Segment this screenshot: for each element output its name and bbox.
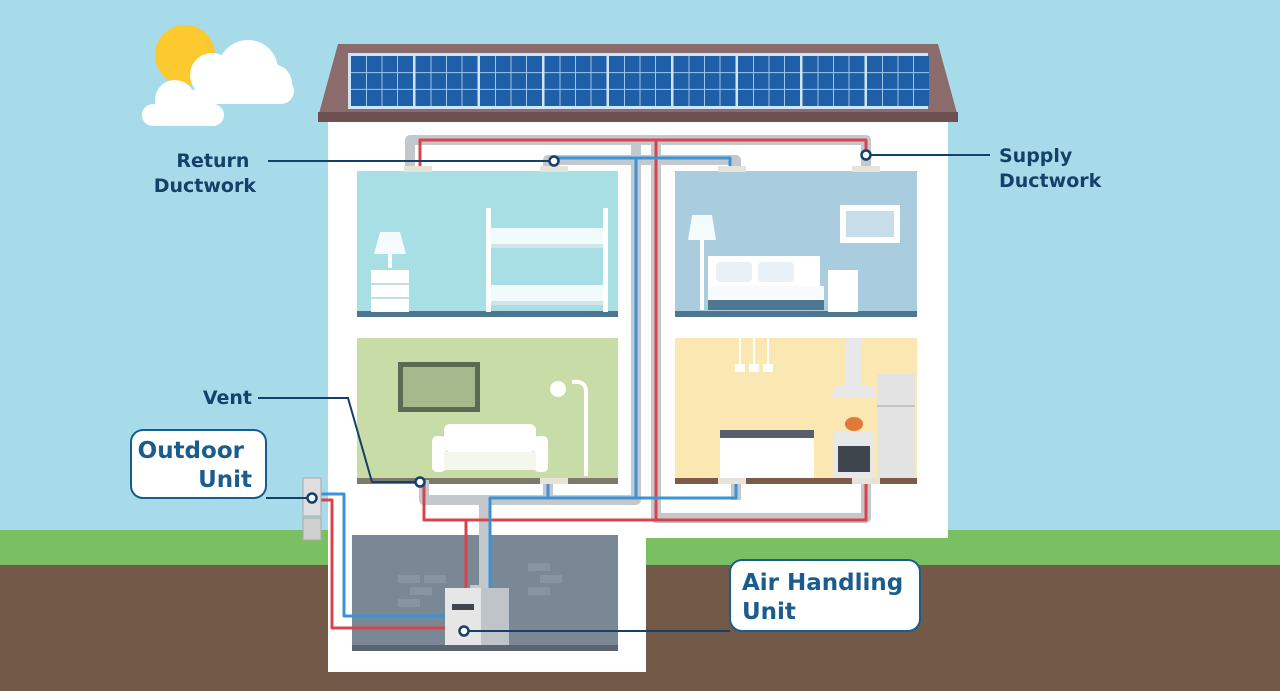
floor-lamp: [688, 215, 716, 310]
return-ductwork: [320, 156, 738, 618]
leader-lines: [258, 154, 990, 632]
leader-markers: [306, 149, 872, 637]
bed: [708, 256, 824, 310]
vent-grilles: [404, 166, 880, 484]
outdoor-unit-icon: [302, 477, 322, 541]
basement-bricks: [398, 563, 562, 607]
range-hood: [846, 338, 862, 386]
supply-ductwork-label: Supply Ductwork: [999, 145, 1102, 192]
roof-eave: [318, 112, 958, 122]
sofa: [432, 424, 548, 472]
refrigerator: [877, 374, 915, 478]
air-handler-icon: [445, 588, 509, 645]
air-handling-unit-label: Air Handling Unit: [742, 570, 911, 625]
air-handling-unit-callout: [729, 559, 921, 632]
bunk-bed: [486, 208, 608, 312]
solar-panel-icon: [348, 53, 929, 109]
vent-label: Vent: [203, 387, 252, 409]
dresser: [828, 270, 858, 312]
pendant-lights: [735, 338, 773, 372]
outdoor-unit-callout: [130, 429, 267, 499]
return-ductwork-label: Return Ductwork: [154, 150, 257, 197]
outdoor-unit-label: Outdoor Unit: [138, 438, 252, 493]
arc-lamp: [571, 379, 588, 476]
cloud-icon: [190, 40, 294, 104]
nightstand-lamp: [371, 232, 409, 312]
cloud-icon: [142, 80, 224, 126]
